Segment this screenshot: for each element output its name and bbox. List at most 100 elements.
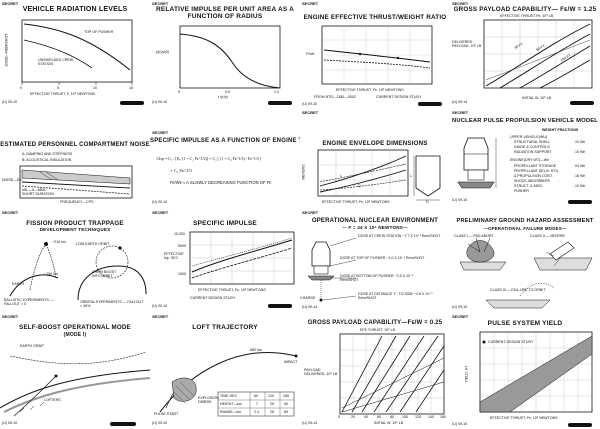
redaction-bar (568, 423, 592, 427)
panel-subtitle: DEVELOPMENT TECHNIQUES (39, 227, 111, 232)
item-3: RADIATION SUPPORT (514, 150, 552, 154)
figure-code: (U) 09-10 (302, 102, 318, 106)
x-axis-label: INITIAL W, 10⁶ LB (374, 421, 404, 425)
curve-label-d1: D (358, 184, 361, 188)
redaction-bar (568, 200, 592, 204)
panel-title: SPECIFIC IMPULSE (193, 220, 257, 227)
y-axis-label: METERS (301, 164, 306, 180)
panel-title: ESTIMATED PERSONNEL COMPARTMENT NOISE (0, 142, 150, 148)
secret-mark: SECRET (152, 1, 169, 6)
panel-title: LOFT TRAJECTORY (192, 324, 258, 331)
item-0: UPPER VEHICLE(WU) (510, 135, 548, 139)
thrust-weight-chart (321, 25, 433, 85)
item-b: B: ACOUSTICAL INSULATION (22, 158, 72, 162)
ytick-2: 1000 (178, 272, 186, 276)
panel-title: OPERATIONAL NUCLEAR ENVIRONMENT (311, 218, 439, 224)
panel-title: GROSS PAYLOAD CAPABILITY—Fᴇ/W = 0.25 (307, 320, 443, 326)
secret-mark: SECRET (152, 210, 169, 215)
panel-title: ENGINE EFFECTIVE THRUST/WEIGHT RATIO (303, 14, 447, 21)
item-6: PROPELLANT DELIV. SYS. (514, 169, 559, 173)
radiation-chart (21, 19, 133, 85)
tick-2: 10 (93, 86, 97, 90)
panel-vehicle-radiation: SECRET VEHICLE RADIATION LEVELS DOSE—REM… (0, 0, 150, 108)
table-r1c3: 50 (284, 402, 288, 406)
y-axis-label: YIELD, KT (464, 365, 469, 383)
x-axis-label: r /(r/p) (218, 95, 228, 99)
impact-label: IMPACT (284, 360, 298, 364)
y-axis-label: DELIVERED PAYLOAD, 10⁶ LB (452, 40, 482, 48)
panel-title: SELF-BOOST OPERATIONAL MODE (19, 324, 131, 331)
table-r2c3: 65 (284, 410, 288, 414)
dose-side: DOSE AT DISTANCE "L" TO SIDE ~2.6 X 10⁻¹… (358, 292, 433, 300)
equation-2: + C₅ Fᴇ^1/3 (170, 168, 192, 173)
redaction-bar (570, 101, 594, 105)
table-r2c1: 2.4 (254, 410, 259, 414)
x-axis-label: INITIAL W, 10⁶ LB (522, 96, 552, 100)
trappage-drawing (9, 242, 147, 301)
figure-code: (U) 09-14 (302, 421, 318, 425)
panel-title: PULSE SYSTEM YIELD (487, 320, 563, 327)
figure-code: (U) 09-10 (152, 100, 168, 104)
tick-1: 5 (57, 86, 59, 90)
tick-1: 0.5 (225, 90, 230, 94)
secret-mark: SECRET (452, 314, 469, 319)
figure-code: (U) 09-10 (2, 421, 18, 425)
value-4: .10 Wᴇ (574, 184, 586, 188)
item-1: STRUCTURAL SHELL (514, 140, 551, 144)
payload-chart-125 (483, 19, 593, 89)
boost-label: CHEM BOOST INTO ORBIT (92, 270, 117, 278)
panel-thrust-weight: SECRET ENGINE EFFECTIVE THRUST/WEIGHT RA… (300, 0, 450, 108)
panel-title: ENGINE ENVELOPE DIMENSIONS (322, 140, 428, 147)
figure-code: (U) 09-14 (452, 100, 468, 104)
redaction-bar (110, 422, 136, 426)
panel-fission-trappage: SECRET FISSION PRODUCT TRAPPAGE DEVELOPM… (0, 208, 150, 312)
y-axis-label: NOISE—DB (2, 178, 22, 182)
envelope-chart (317, 149, 441, 201)
panel-gross-payload-125: SECRET GROSS PAYLOAD CAPABILITY— Fᴇ/W = … (450, 0, 600, 108)
panel-title: RELATIVE IMPULSE PER UNIT AREA AS A FUNC… (155, 6, 295, 20)
redaction-bar (418, 102, 442, 106)
y-axis-label: DOSE—REM/SHOT (4, 33, 9, 67)
tick-0: 0 (20, 86, 22, 90)
impulse-chart (179, 25, 281, 89)
range-label: 680 km (250, 348, 262, 352)
secret-mark: SECRET (452, 110, 469, 115)
panel-ground-hazard: PRELIMINARY GROUND HAZARD ASSESSMENT —OP… (450, 208, 600, 312)
tick-3: 15 (129, 86, 133, 90)
leo-label: LOW EARTH ORBIT (76, 242, 110, 246)
panel-title: SPECIFIC IMPULSE AS A FUNCTION OF ENGINE… (150, 138, 300, 144)
debris-label: EXPLOSION DEBRIS (198, 396, 219, 404)
curve-label-crew: UNSHIELDED CREW STATION (38, 58, 74, 66)
panel-title: GROSS PAYLOAD CAPABILITY— Fᴇ/W = 1.25 (453, 6, 597, 13)
figure-code: (U) 09-14 (302, 305, 318, 309)
noise-chart (19, 165, 133, 199)
value-1: .10 Wᴇ (574, 150, 586, 154)
yield-chart (479, 331, 593, 413)
item-a: A: DAMPING AND STIFFNESS (22, 152, 73, 156)
figure-code: (U) 09-10 (152, 304, 168, 308)
table-r0c2: 120 (268, 394, 274, 398)
vehicle-drawing (457, 137, 497, 189)
panel-title: PRELIMINARY GROUND HAZARD ASSESSMENT (456, 218, 594, 224)
figure-code: (U) 09-10 (152, 421, 168, 425)
table-r0c1: 60 (254, 394, 258, 398)
secret-mark: SECRET (152, 130, 169, 135)
xtick-8: 160 (440, 415, 446, 419)
table-r1c1: 7 (256, 402, 258, 406)
figure-code: (U) 09-10 (152, 200, 168, 204)
panel-subtitle: (MODE I) (63, 332, 87, 338)
dose-top-pusher: DOSE AT TOP OF PUSHER ~2.0 X 10⁻¹ Rem/SH… (340, 256, 425, 260)
table-r0c0: TIME-SEC (220, 394, 238, 398)
class-2: CLASS II — MISFIRE (530, 234, 565, 238)
orbital-label: ORBITAL EXPERIMENTS — FALLOUT = 40% (80, 300, 144, 308)
item-9: STRUCT. & MISC. (514, 184, 544, 188)
pulse-start-label: PULSE START (154, 412, 179, 416)
panel-pulse-yield: SECRET PULSE SYSTEM YIELD CURRENT DESIGN… (450, 312, 600, 429)
equation-1: 1/Isp = C₁ / [Eₚ (1 + C₂ Fᴇ^1/2)] + C₃ [… (156, 156, 262, 161)
panel-title: FISSION PRODUCT TRAPPAGE (26, 220, 124, 227)
redaction-bar (120, 101, 144, 105)
panel-specific-impulse: SECRET SPECIFIC IMPULSE EFFECTIVE Isp, S… (150, 208, 300, 312)
item-4: ENGINE(DRY WT)—Wᴇ (510, 158, 549, 162)
legend: CURRENT DESIGN STUDY (488, 340, 534, 344)
